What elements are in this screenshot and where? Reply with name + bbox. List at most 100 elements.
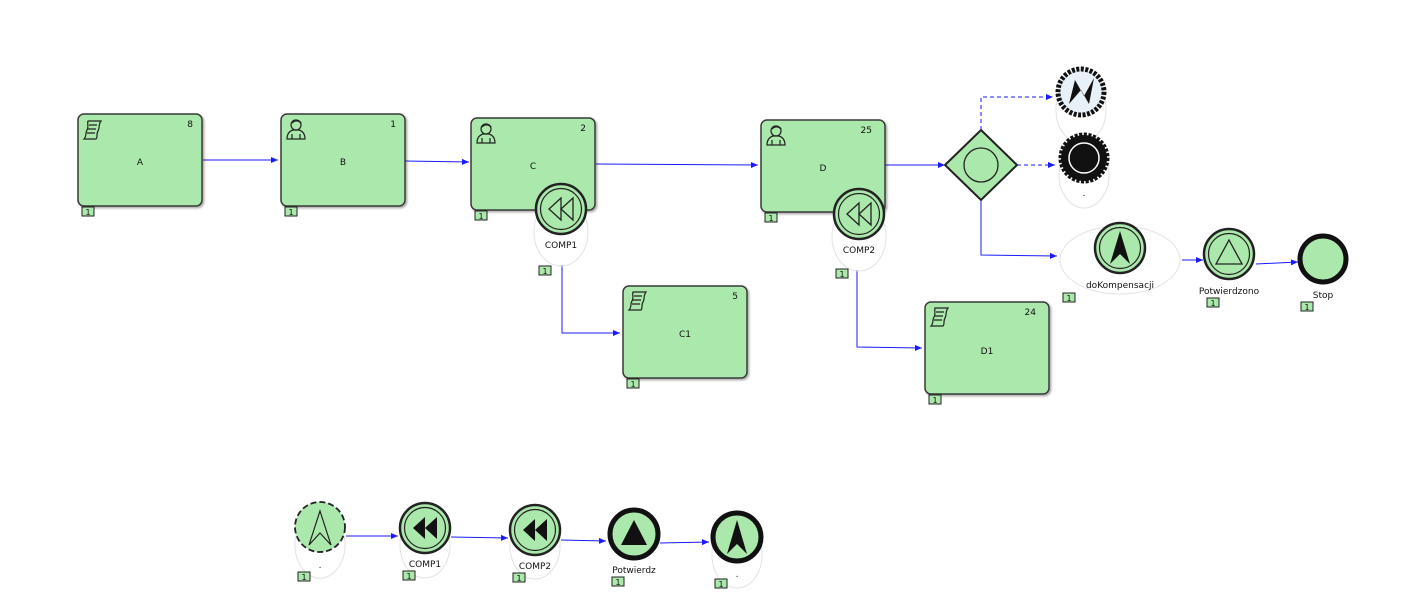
task-label: C [530,162,536,172]
event-label: Potwierdz [612,566,656,576]
instance-badge-count: 1 [1066,294,1071,303]
task-d1[interactable]: 24 D1 1 [924,301,1050,405]
event-label: . [1083,189,1086,199]
instance-badge [284,206,298,217]
task-a[interactable]: 8 A 1 [77,113,203,217]
flow-bpotw-bend[interactable] [659,539,710,546]
task-c1[interactable]: 5 C1 1 [622,285,748,389]
escalation-icon [1110,231,1130,264]
task-label: A [137,158,144,168]
script-icon [82,120,103,140]
end-event-error[interactable] [1055,66,1107,144]
event-b-comp1[interactable]: COMP1 1 [398,501,452,581]
task-label: B [340,158,346,168]
end-event-terminate[interactable]: . [1058,132,1110,209]
event-label: COMP2 [519,562,551,572]
instance-badge [626,378,640,389]
compensation-icon [523,519,547,541]
instance-badge-count: 1 [288,208,293,217]
instance-badge-count: 1 [542,267,547,276]
instance-badge-count: 1 [932,396,937,405]
compensation-icon [548,196,574,222]
event-label: Potwierdzono [1199,287,1260,297]
event-b-end[interactable]: . 1 [710,510,764,589]
boundary-event-comp2[interactable]: COMP2 1 [831,187,887,279]
task-label: D [820,164,827,174]
event-based-gateway[interactable] [943,128,1019,202]
event-label: COMP1 [409,560,441,570]
instance-badge [402,570,416,581]
task-count: 25 [861,126,872,136]
event-label: doKompensacji [1086,281,1154,291]
instance-badge-count: 1 [615,578,620,587]
event-b-comp2[interactable]: COMP2 1 [508,503,562,583]
signal-icon [621,520,647,545]
instance-badge-count: 1 [630,380,635,389]
event-label: Stop [1313,291,1334,301]
instance-badge [81,206,95,217]
instance-badge [928,394,942,405]
escalation-icon [727,520,747,554]
flow-comp1-c1[interactable] [561,265,620,336]
event-label: . [319,561,322,571]
instance-badge [297,571,311,582]
compensation-icon [846,201,872,227]
event-dokompensacji[interactable]: doKompensacji 1 [1059,221,1181,303]
user-icon [766,125,786,146]
task-count: 2 [580,124,586,134]
flow-bcomp1-bcomp2[interactable] [450,534,509,541]
task-count: 8 [187,120,193,130]
event-label: . [736,570,739,580]
instance-badge-count: 1 [1304,303,1309,312]
instance-badge-count: 1 [406,572,411,581]
instance-badge-count: 1 [516,574,521,583]
event-label: COMP2 [843,246,875,256]
instance-badge [512,572,526,583]
flow-gateway-dokomp[interactable] [980,200,1058,259]
error-icon [1069,78,1094,104]
instance-badge-count: 1 [1210,299,1215,308]
instance-badge [714,578,728,589]
script-icon [627,291,648,311]
event-label: COMP1 [545,241,577,251]
flow-gateway-error[interactable] [980,94,1053,130]
flow-potwierdzono-stop[interactable] [1255,259,1299,266]
flow-bcomp2-bpotw[interactable] [560,537,607,544]
flow-c-d[interactable] [595,161,759,168]
compensation-icon [413,517,437,539]
instance-badge-count: 1 [301,573,306,582]
flow-comp2-d1[interactable] [856,270,923,351]
event-b-start[interactable]: . 1 [294,501,346,582]
end-event-stop[interactable]: Stop 1 [1297,233,1349,312]
flow-b-c[interactable] [404,158,470,165]
user-icon [476,123,496,144]
instance-badge-count: 1 [718,580,723,589]
task-count: 24 [1025,308,1037,318]
instance-badge [835,268,849,279]
instance-badge [1206,297,1220,308]
instance-badge [764,212,778,223]
signal-icon [1214,238,1244,265]
instance-badge-count: 1 [85,208,90,217]
task-b[interactable]: 1 B 1 [280,113,406,217]
task-label: D1 [981,347,994,357]
task-label: C1 [679,330,691,340]
instance-badge-count: 1 [768,214,773,223]
boundary-event-comp1[interactable]: COMP1 1 [533,182,589,276]
instance-badge [1300,301,1314,312]
event-potwierdzono[interactable]: Potwierdzono 1 [1199,227,1260,308]
event-b-potwierdz[interactable]: Potwierdz 1 [607,507,661,587]
escalation-icon [308,509,332,546]
terminate-icon [1068,142,1100,174]
instance-badge-count: 1 [478,212,483,221]
task-count: 5 [732,292,738,302]
instance-badge [474,210,488,221]
task-count: 1 [390,120,396,130]
user-icon [286,119,306,140]
instance-badge-count: 1 [839,270,844,279]
sequence-flows [203,94,1299,546]
script-icon [929,307,950,327]
instance-badge [611,576,625,587]
instance-badge [1062,292,1076,303]
